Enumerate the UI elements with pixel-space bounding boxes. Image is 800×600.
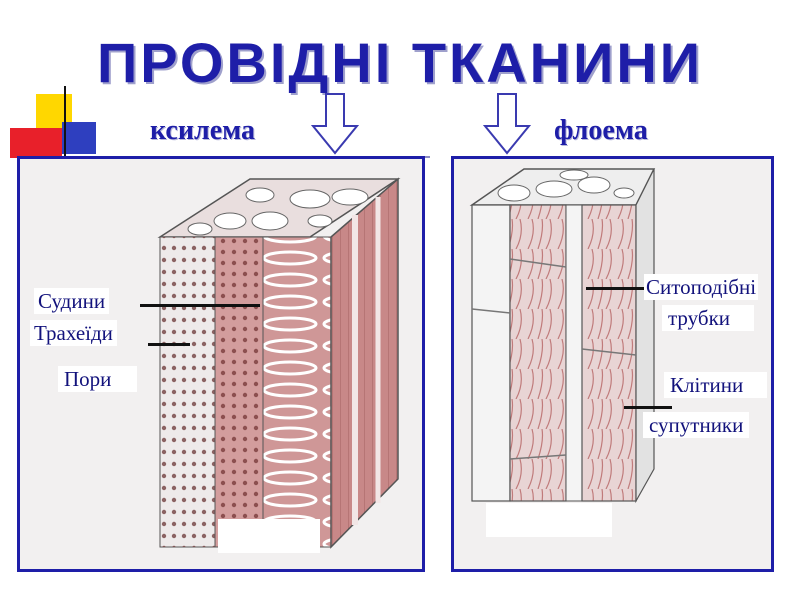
xylem-down-arrow-icon (310, 93, 360, 155)
label-vessels: Судини (34, 288, 110, 314)
leader-tracheids (148, 343, 190, 346)
label-pores: Пори (58, 366, 138, 392)
phloem-illustration (469, 168, 656, 537)
label-sieve-tubes-line1: Ситоподібні (644, 274, 759, 300)
label-companion-cells-line1: Клітини (664, 372, 768, 398)
label-sieve-tubes-line2: трубки (662, 305, 755, 331)
phloem-heading: флоема (554, 115, 648, 146)
decor-red-square (10, 128, 62, 158)
xylem-panel (17, 156, 425, 572)
label-tracheids: Трахеїди (30, 320, 117, 346)
label-companion-cells-line2: супутники (643, 412, 750, 438)
phloem-panel (451, 156, 774, 572)
decor-vertical-line (64, 86, 66, 162)
leader-vessels (140, 304, 260, 307)
leader-companion-cells (624, 406, 672, 409)
xylem-heading: ксилема (150, 115, 256, 146)
phloem-down-arrow-icon (482, 93, 532, 155)
decor-blue-square (62, 122, 96, 154)
leader-sieve-tubes (586, 287, 650, 290)
xylem-illustration (157, 177, 401, 553)
page-title: ПРОВІДНІ ТКАНИНИ (96, 31, 704, 94)
